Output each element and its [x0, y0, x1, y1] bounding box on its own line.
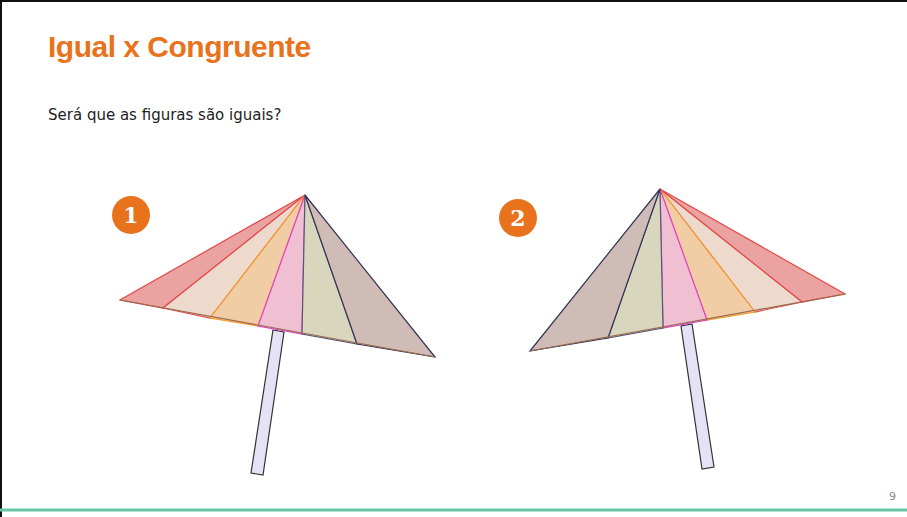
frame-border [0, 0, 907, 2]
page-number: 9 [889, 490, 896, 503]
callout-number: 2 [498, 198, 538, 238]
callout-circle [499, 199, 537, 237]
callout-number: 1 [111, 195, 151, 235]
callout-circle [112, 196, 150, 234]
slide-title: Igual x Congruente [48, 30, 311, 64]
footer-line [0, 509, 907, 512]
umbrella [120, 195, 435, 475]
subtitle: Será que as figuras são iguais? [48, 106, 281, 124]
umbrella-mirrored [530, 189, 845, 469]
frame-border [0, 0, 2, 517]
